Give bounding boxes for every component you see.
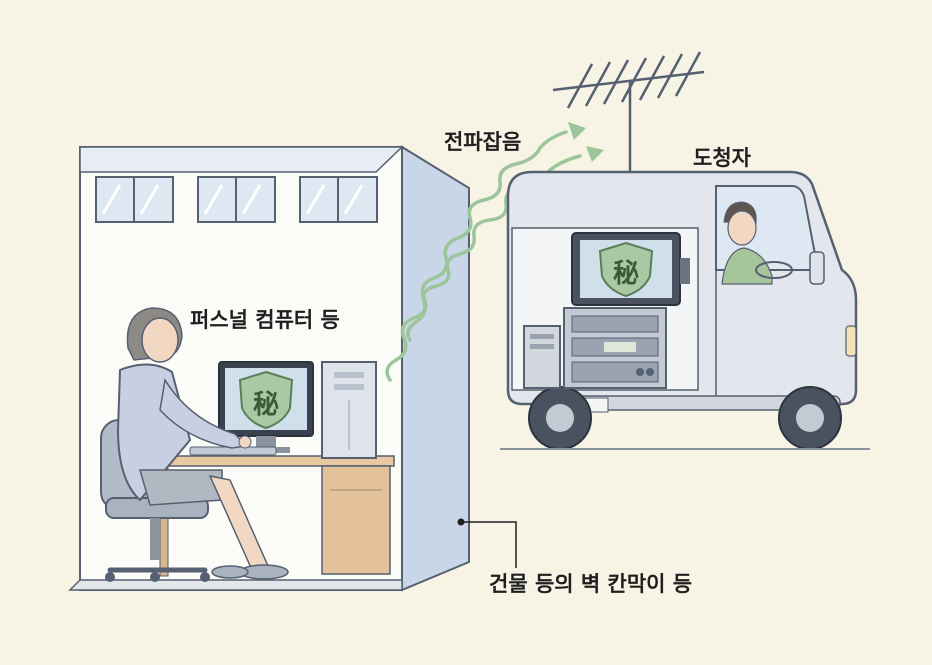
office-worker xyxy=(116,307,289,580)
equipment-rack xyxy=(563,307,667,389)
computer-tower xyxy=(321,361,377,459)
van-shield-icon xyxy=(598,241,654,298)
room: 秘 xyxy=(68,145,470,592)
van-monitor: 秘 xyxy=(571,232,690,306)
window-3 xyxy=(299,176,378,223)
wall-pointer xyxy=(457,518,517,568)
van-secret-symbol: 秘 xyxy=(613,258,639,289)
room-floor xyxy=(68,579,403,591)
window-2 xyxy=(197,176,276,223)
label-wall-partition: 건물 등의 벽 칸막이 등 xyxy=(489,572,693,596)
desk xyxy=(149,455,395,577)
secret-symbol: 秘 xyxy=(253,389,279,420)
label-eavesdropper: 도청자 xyxy=(693,146,751,170)
window-1 xyxy=(95,176,174,223)
label-personal-computer: 퍼스널 컴퓨터 등 xyxy=(190,308,340,332)
van-wheel-front xyxy=(778,386,842,450)
van-wheel-rear xyxy=(528,386,592,450)
label-radio-noise: 전파잡음 xyxy=(444,130,522,154)
eavesdropper-person xyxy=(721,201,793,285)
room-ceiling xyxy=(79,146,404,173)
shield-icon xyxy=(238,370,294,430)
equipment-tower xyxy=(523,325,561,389)
desk-monitor: 秘 xyxy=(218,361,314,453)
eavesdropper-van: 秘 xyxy=(500,51,870,450)
